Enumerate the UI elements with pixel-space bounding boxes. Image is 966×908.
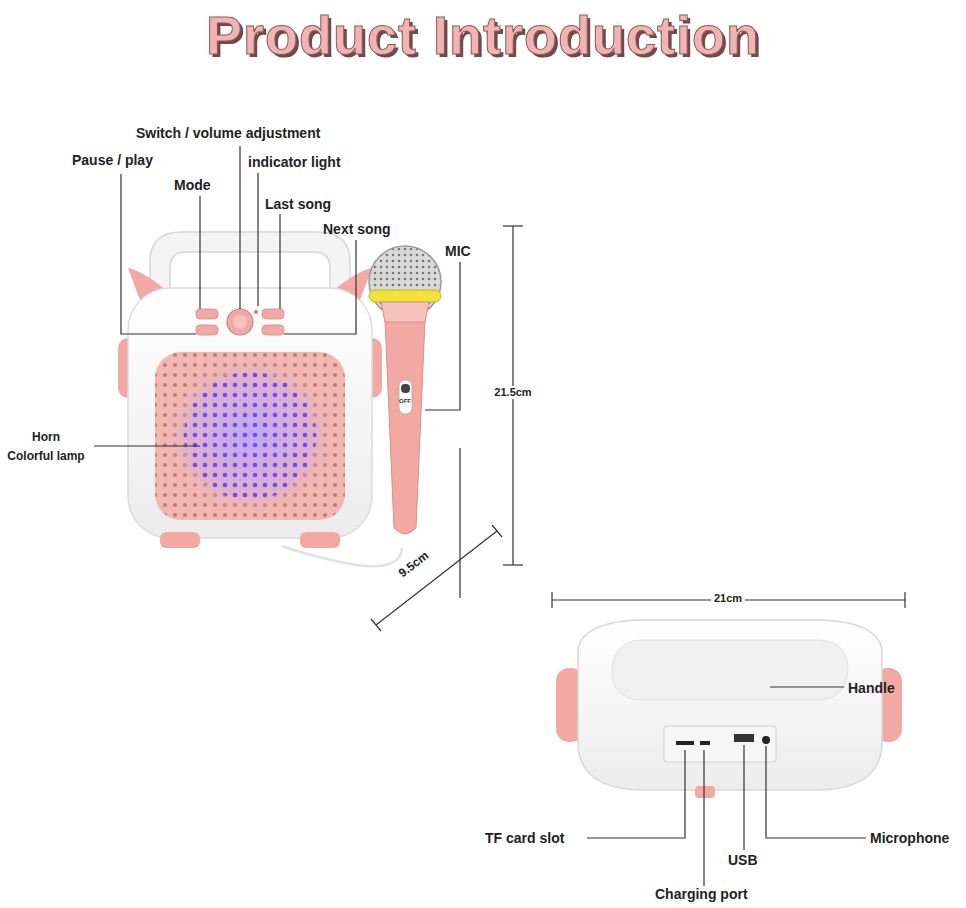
part-label: Mode: [174, 177, 211, 193]
part-label: Last song: [265, 196, 331, 212]
port-label: TF card slot: [485, 830, 564, 846]
dimension-label: 21cm: [711, 592, 745, 605]
part-label: Colorful lamp: [7, 450, 84, 464]
part-label: Pause / play: [72, 152, 153, 168]
part-label: Next song: [323, 221, 391, 237]
part-label: Horn: [32, 431, 60, 445]
port-label: Charging port: [655, 886, 748, 902]
part-label: indicator light: [248, 154, 341, 170]
page-title: Product Introduction: [0, 4, 966, 66]
dimension-label: 21.5cm: [491, 386, 534, 399]
part-label: Handle: [848, 680, 895, 696]
part-label: Switch / volume adjustment: [136, 125, 320, 141]
part-label: MIC: [445, 243, 471, 259]
switch-label: OFF: [399, 398, 411, 405]
port-label: Microphone: [870, 830, 949, 846]
port-label: USB: [728, 852, 758, 868]
